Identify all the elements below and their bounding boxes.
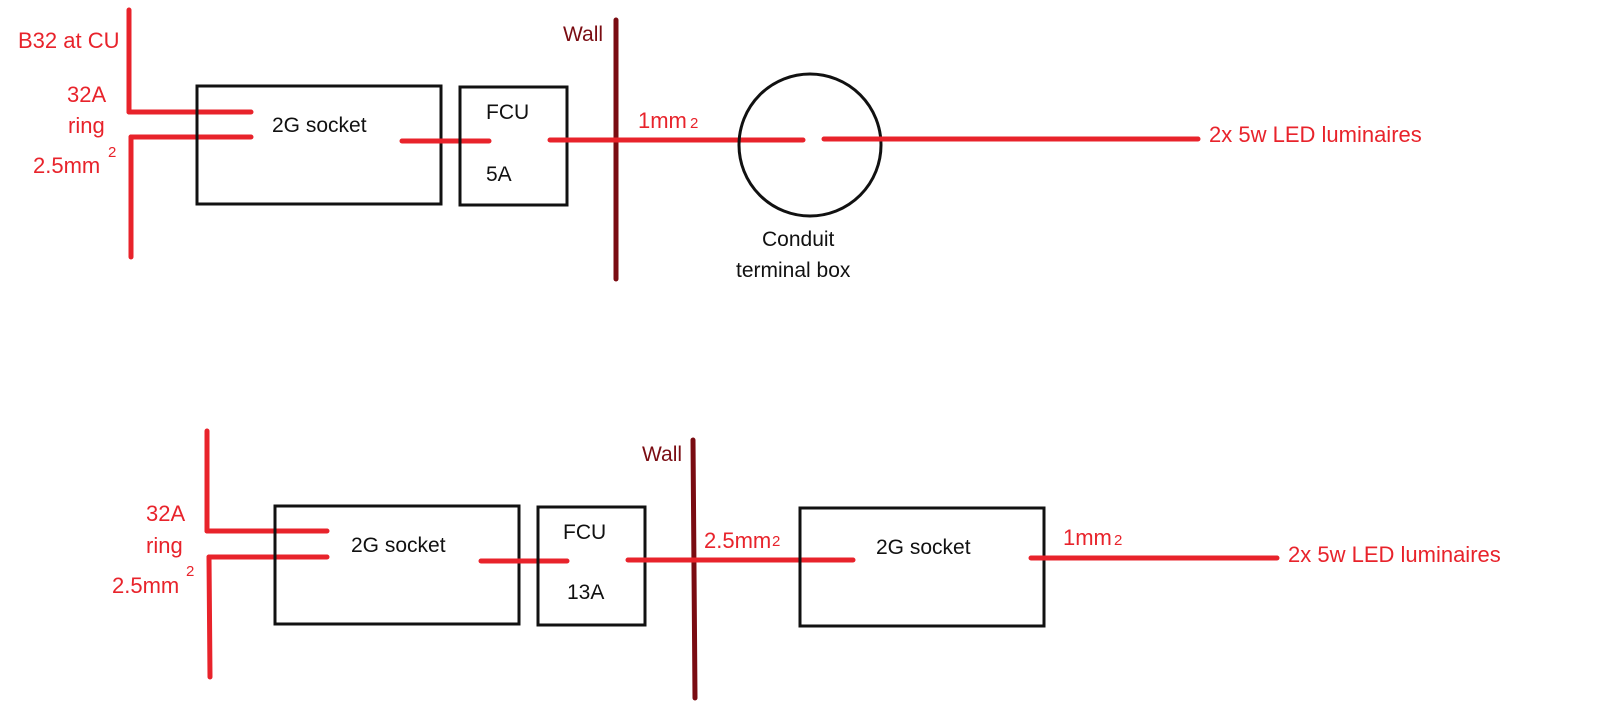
bottom-socket2-box — [798, 506, 1046, 628]
bottom-ring-word-label: ring — [146, 533, 183, 558]
top-fcu-rating: 5A — [486, 163, 512, 186]
bottom-socket-label: 2G socket — [351, 534, 446, 557]
top-ring-size-label: 2.5mm — [33, 153, 100, 178]
top-conduit-terminal-box — [737, 72, 883, 218]
top-fcu-box — [458, 85, 569, 207]
top-supply-label: B32 at CU — [18, 28, 120, 53]
bottom-socket-box — [273, 504, 521, 626]
top-load-label: 2x 5w LED luminaires — [1209, 122, 1422, 147]
bottom-cable2-size-superscript: 2 — [1114, 532, 1122, 549]
top-terminal-box-label-line2: terminal box — [736, 259, 851, 282]
bottom-fcu-box — [536, 505, 647, 627]
top-socket-box — [195, 84, 443, 206]
top-wall-label: Wall — [563, 23, 603, 46]
bottom-fcu-label: FCU — [563, 521, 606, 544]
bottom-ring-size-superscript: 2 — [186, 563, 194, 580]
bottom-fcu-rating: 13A — [567, 581, 604, 604]
bottom-wall-line — [690, 437, 698, 701]
bottom-socket2-label: 2G socket — [876, 536, 971, 559]
top-cable-size-label: 1mm — [638, 108, 687, 133]
top-circuit: B32 at CU 32A ring 2.5mm 2 2G socket FCU… — [18, 7, 1422, 282]
bottom-load-label: 2x 5w LED luminaires — [1288, 542, 1501, 567]
bottom-ring-main-lower — [206, 554, 213, 680]
bottom-cable2-size-label: 1mm — [1063, 525, 1112, 550]
bottom-ring-rating-label: 32A — [146, 501, 185, 526]
bottom-wall-label: Wall — [642, 443, 682, 466]
bottom-cable1-size-superscript: 2 — [772, 533, 780, 550]
top-ring-size-superscript: 2 — [108, 144, 116, 161]
top-ring-rating-label: 32A — [67, 82, 106, 107]
top-terminal-box-label-line1: Conduit — [762, 228, 835, 251]
bottom-cable1-size-label: 2.5mm — [704, 528, 771, 553]
top-ring-word-label: ring — [68, 113, 105, 138]
bottom-circuit: 32A ring 2.5mm 2 2G socket FCU 13A Wall … — [112, 428, 1501, 701]
top-fcu-label: FCU — [486, 101, 529, 124]
top-socket-label: 2G socket — [272, 114, 367, 137]
top-cable-size-superscript: 2 — [690, 115, 698, 132]
bottom-ring-size-label: 2.5mm — [112, 573, 179, 598]
